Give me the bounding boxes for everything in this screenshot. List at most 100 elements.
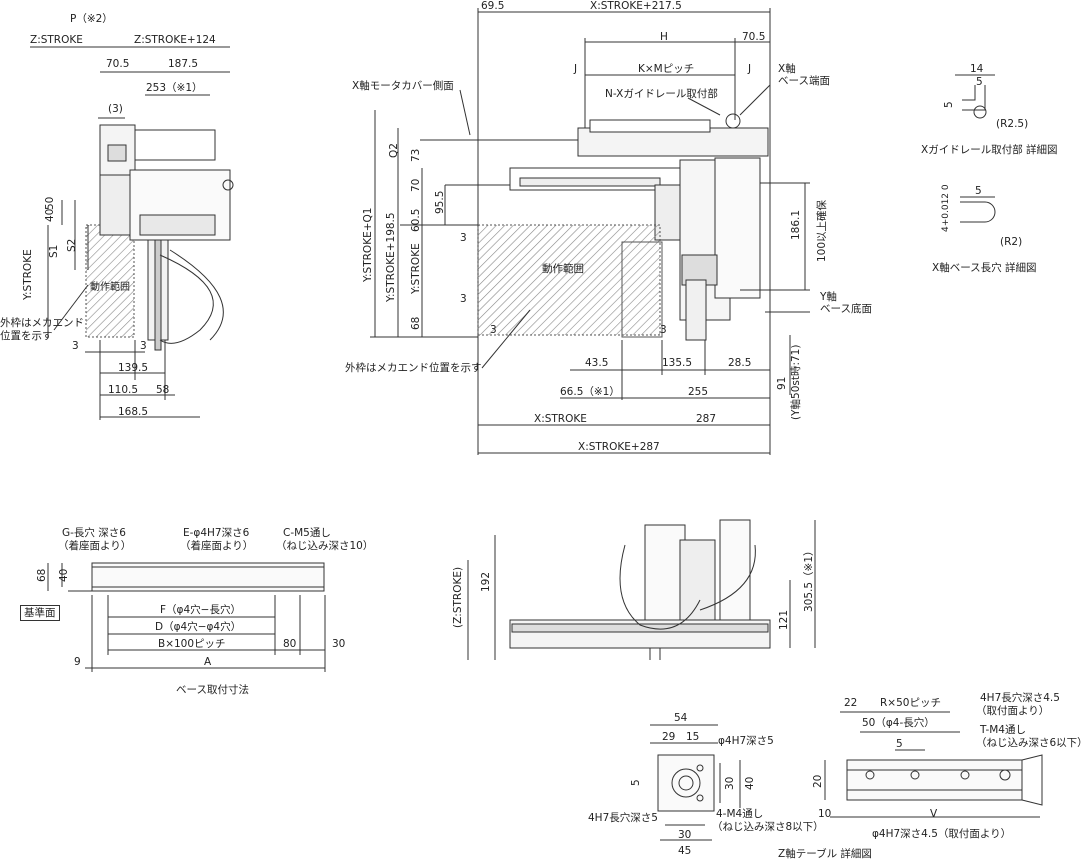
dim-187-5-label: 187.5 xyxy=(168,58,199,70)
dim-5-label: 5 xyxy=(976,76,983,88)
clearance-label: 100以上確保 xyxy=(816,199,828,262)
d-label: D（φ4穴−φ4穴） xyxy=(155,621,242,633)
dim-91-label: 91 xyxy=(776,376,788,390)
r-pitch-label: R×50ピッチ xyxy=(880,697,941,709)
y-stroke-q1-label: Y:STROKE+Q1 xyxy=(362,207,374,282)
f-label: F（φ4穴−長穴） xyxy=(160,604,241,616)
dim-5b-label: 5 xyxy=(943,101,955,108)
dim-45-label: 45 xyxy=(678,845,692,857)
r2-5-label: (R2.5) xyxy=(996,118,1029,130)
dim-121-label: 121 xyxy=(778,609,790,630)
e-hole-label: E-φ4H7深さ6 xyxy=(183,527,250,539)
dim-9-label: 9 xyxy=(74,656,81,668)
dim-50-label: 50（φ4-長穴） xyxy=(862,717,935,729)
c-m5-label: C-M5通し xyxy=(283,527,331,539)
dim-3-paren-label: (3) xyxy=(108,103,123,115)
z-stroke-side-label: (Z:STROKE) xyxy=(452,566,464,628)
g-slot-label: G-長穴 深さ6 xyxy=(62,527,126,539)
dim-43-5-label: 43.5 xyxy=(585,357,609,369)
phi4h7-label: φ4H7深さ5 xyxy=(718,735,774,747)
dim-3b-label: 3 xyxy=(140,340,147,352)
side-view-geometry xyxy=(468,520,815,660)
detail-slot-geometry xyxy=(960,197,995,222)
dim-60-5-label: 60.5 xyxy=(410,208,422,232)
j-right-label: J xyxy=(748,63,752,75)
dim-10-label: 10 xyxy=(818,808,832,820)
detail-guide-title: Xガイドレール取付部 詳細図 xyxy=(921,144,1058,156)
y-stroke-main-label: Y:STROKE xyxy=(410,243,422,294)
dim-40-label: 40 xyxy=(44,208,56,222)
outer-note-main-label: 外枠はメカエンド位置を示す xyxy=(345,362,482,374)
dim-3a-label: 3 xyxy=(72,340,79,352)
n-x-guide-label: N-Xガイドレール取付部 xyxy=(605,88,718,100)
dim-3-a-main-label: 3 xyxy=(460,232,467,244)
x-stroke-main-label: X:STROKE xyxy=(534,413,587,425)
dim-29-label: 29 xyxy=(662,731,676,743)
z-stroke-label: Z:STROKE xyxy=(30,34,83,46)
dim-68-main-label: 68 xyxy=(410,316,422,330)
dim-3-d-main-label: 3 xyxy=(660,324,667,336)
dim-192-label: 192 xyxy=(480,571,492,592)
base-mount-geometry xyxy=(48,563,325,672)
dim-5-table-label: 5 xyxy=(630,779,642,786)
dim-186-1-label: 186.1 xyxy=(790,209,802,240)
y-stroke-198-5-label: Y:STROKE+198.5 xyxy=(385,212,397,302)
r2-label: (R2) xyxy=(1000,236,1023,248)
z-stroke-124-label: Z:STROKE+124 xyxy=(134,34,216,46)
x-axis-label: X軸 xyxy=(778,63,796,75)
c-m5-sub-label: （ねじ込み深さ10） xyxy=(276,540,374,552)
dim-110-5-label: 110.5 xyxy=(108,384,139,396)
dim-305-5-label: 305.5（※1） xyxy=(803,545,815,612)
phi4-label: φ4H7深さ4.5（取付面より） xyxy=(872,828,1012,840)
detail-guide-geometry xyxy=(955,75,995,118)
p-note-label: P（※2） xyxy=(70,13,113,25)
dim-20-label: 20 xyxy=(812,774,824,788)
dim-68-base-label: 68 xyxy=(36,568,48,582)
dim-30-table-label: 30 xyxy=(678,829,692,841)
dim-22-label: 22 xyxy=(844,697,858,709)
t-m4-sub-label: （ねじ込み深さ6以下） xyxy=(976,737,1088,749)
dim-135-5-label: 135.5 xyxy=(662,357,693,369)
q2-label: Q2 xyxy=(388,143,400,158)
h7-slot-label: 4H7長穴深さ4.5 xyxy=(980,692,1060,704)
dim-3-b-main-label: 3 xyxy=(460,293,467,305)
e-hole-sub-label: （着座面より） xyxy=(180,540,254,552)
z-detail-title: Z軸テーブル 詳細図 xyxy=(778,848,872,860)
dim-70-5-label: 70.5 xyxy=(106,58,130,70)
dim-287-label: 287 xyxy=(696,413,717,425)
a-label: A xyxy=(204,656,212,668)
dim-30v-label: 30 xyxy=(724,776,736,790)
m4-label: 4-M4通し xyxy=(716,808,764,820)
motion-range-main-label: 動作範囲 xyxy=(542,263,584,275)
detail-slot-title: X軸ベース長穴 詳細図 xyxy=(932,262,1037,274)
dim-70-5-main-label: 70.5 xyxy=(742,31,766,43)
dim-80-label: 80 xyxy=(283,638,297,650)
h7-slot-sub-label: （取付面より） xyxy=(976,705,1050,717)
g-slot-sub-label: （着座面より） xyxy=(58,540,132,552)
dim-14-label: 14 xyxy=(970,63,984,75)
x-motor-cover-label: X軸モータカバー側面 xyxy=(352,80,454,92)
b-pitch-label: B×100ピッチ xyxy=(158,638,226,650)
dim-95-5-label: 95.5 xyxy=(434,190,446,214)
dim-66-5-label: 66.5（※1） xyxy=(560,386,620,398)
dim-28-5-label: 28.5 xyxy=(728,357,752,369)
motion-range-label: 動作範囲 xyxy=(90,282,130,293)
z-table-geometry xyxy=(650,725,740,840)
datum-label: 基準面 xyxy=(20,605,60,621)
base-end-label: ベース端面 xyxy=(778,75,830,87)
dim-40v-label: 40 xyxy=(744,776,756,790)
dim-58-label: 58 xyxy=(156,384,170,396)
j-left-label: J xyxy=(574,63,578,75)
m4-sub-label: （ねじ込み深さ8以下） xyxy=(712,821,824,833)
dim-30-base-label: 30 xyxy=(332,638,346,650)
dim-5-slot-label: 5 xyxy=(975,185,982,197)
s1-label: S1 xyxy=(48,244,60,258)
dim-40-base-label: 40 xyxy=(58,568,70,582)
dim-15-label: 15 xyxy=(686,731,700,743)
h-label: H xyxy=(660,31,668,43)
dim-3-c-main-label: 3 xyxy=(490,324,497,336)
k-pitch-label: K×Mピッチ xyxy=(638,63,695,75)
main-view-geometry xyxy=(370,8,810,455)
dim-255-label: 255 xyxy=(688,386,709,398)
